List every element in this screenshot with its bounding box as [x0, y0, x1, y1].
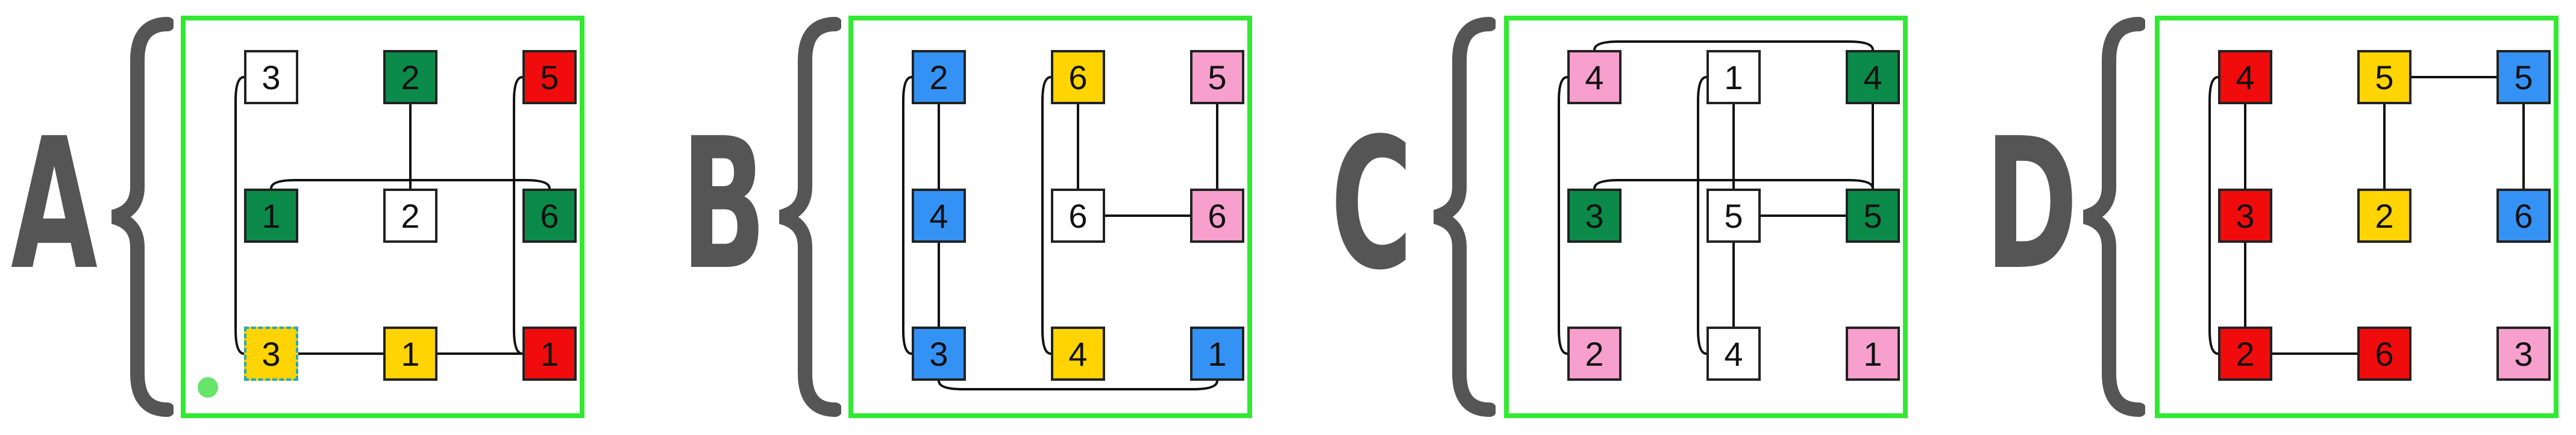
node-square: 5	[1706, 189, 1761, 243]
node-square: 4	[1051, 327, 1105, 381]
edge-line	[1558, 76, 1568, 355]
node-square: 6	[1051, 189, 1105, 243]
node-square: 4	[1706, 327, 1761, 381]
node-square: 4	[2218, 50, 2272, 104]
node-square: 4	[912, 189, 966, 243]
node-square: 1	[1706, 50, 1761, 104]
panel-letter: B	[681, 99, 766, 310]
edge-line	[234, 76, 245, 355]
edge-line	[1593, 179, 1874, 189]
node-square: 3	[2218, 189, 2272, 243]
edge-line	[938, 380, 1218, 390]
panel-letter: C	[1330, 99, 1413, 310]
node-square: 2	[2357, 189, 2411, 243]
node-square: 5	[522, 50, 577, 104]
node-square: 6	[2357, 327, 2411, 381]
node-square: 6	[2496, 189, 2551, 243]
edge-line	[270, 179, 551, 189]
node-square: 5	[1846, 189, 1900, 243]
panel-letter: D	[1985, 99, 2078, 310]
option-panel-c[interactable]: 4 1 4 3 5 5 2 4 1	[1504, 16, 1908, 418]
node-square: 3	[912, 327, 966, 381]
curly-brace-icon	[1433, 17, 1496, 417]
node-square: 1	[244, 189, 298, 243]
node-square: 2	[383, 189, 437, 243]
node-square: 6	[522, 189, 577, 243]
node-square: 2	[912, 50, 966, 104]
edge-line	[513, 76, 523, 355]
panel-letter: A	[11, 99, 98, 310]
node-square: 1	[383, 327, 437, 381]
node-square: 5	[1190, 50, 1244, 104]
option-panel-a[interactable]: 3 2 5 1 2 6 3 1 1	[181, 16, 584, 418]
curly-brace-icon	[2082, 17, 2145, 417]
edge-line	[1593, 40, 1874, 51]
node-square: 4	[1567, 50, 1622, 104]
node-square: 6	[1190, 189, 1244, 243]
cursor-dot-icon	[198, 377, 218, 398]
node-square: 3	[244, 327, 298, 381]
node-square: 3	[2496, 327, 2551, 381]
node-square: 2	[2218, 327, 2272, 381]
curly-brace-icon	[111, 17, 174, 417]
option-panel-d[interactable]: 4 5 5 3 2 6 2 6 3	[2155, 16, 2559, 418]
option-panel-b[interactable]: 2 6 5 4 6 6 3 4 1	[848, 16, 1252, 418]
node-square: 3	[1567, 189, 1622, 243]
edge-line	[902, 76, 912, 355]
node-square: 3	[244, 50, 298, 104]
node-square: 1	[522, 327, 577, 381]
node-square: 2	[383, 50, 437, 104]
edge-line	[1041, 76, 1051, 355]
edge-line	[1697, 76, 1707, 355]
edge-line	[2208, 76, 2219, 355]
node-square: 5	[2496, 50, 2551, 104]
node-square: 6	[1051, 50, 1105, 104]
node-square: 2	[1567, 327, 1622, 381]
node-square: 5	[2357, 50, 2411, 104]
curly-brace-icon	[779, 17, 841, 417]
node-square: 1	[1846, 327, 1900, 381]
node-square: 4	[1846, 50, 1900, 104]
node-square: 1	[1190, 327, 1244, 381]
